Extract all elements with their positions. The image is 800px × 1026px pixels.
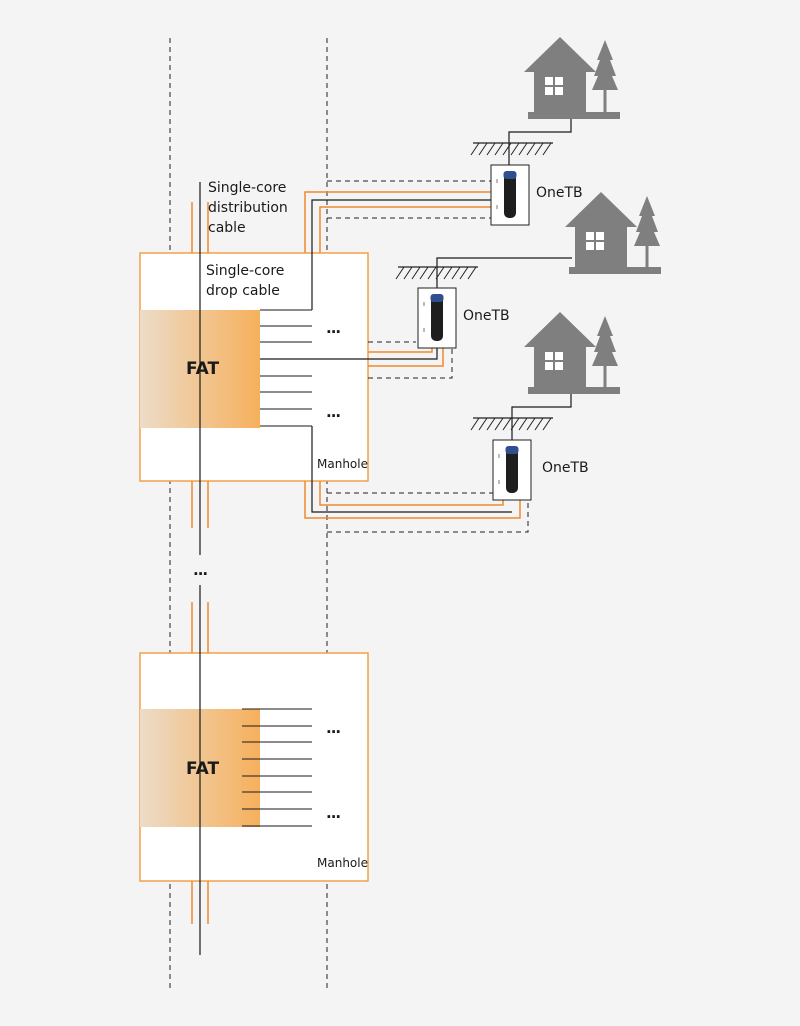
tree-icon: [592, 316, 618, 390]
onetb-label-1: OneTB: [536, 185, 583, 201]
fat-label-2: FAT: [186, 759, 220, 779]
manhole-label-2: Manhole: [317, 856, 368, 870]
tree-icon: [634, 196, 660, 270]
drop-route-3: [304, 392, 572, 533]
manhole-label-1: Manhole: [317, 457, 368, 471]
label-drop-cable: Single-core drop cable: [206, 263, 285, 299]
onetb-terminal-icon: [490, 164, 530, 226]
fat-ports-2: [242, 708, 312, 827]
ground-hatch-icon: [470, 142, 554, 156]
onetb-terminal-icon: [417, 287, 457, 349]
ellipsis-ports-1a: ...: [326, 319, 341, 337]
label-distribution-cable: Single-core distribution cable: [208, 180, 288, 236]
tree-icon: [592, 40, 618, 114]
ellipsis-ports-1b: ...: [326, 403, 341, 421]
fat-ports-1: [260, 309, 312, 427]
ellipsis-ports-2b: ...: [326, 804, 341, 822]
fat-label-1: FAT: [186, 359, 220, 379]
ellipsis-cable: ...: [193, 561, 208, 579]
onetb-label-2: OneTB: [463, 308, 510, 324]
drop-route-1: [304, 117, 572, 310]
onetb-terminal-icon: [492, 439, 532, 501]
orange-conduits: [191, 202, 209, 924]
ellipsis-ports-2a: ...: [326, 719, 341, 737]
onetb-label-3: OneTB: [542, 460, 589, 476]
